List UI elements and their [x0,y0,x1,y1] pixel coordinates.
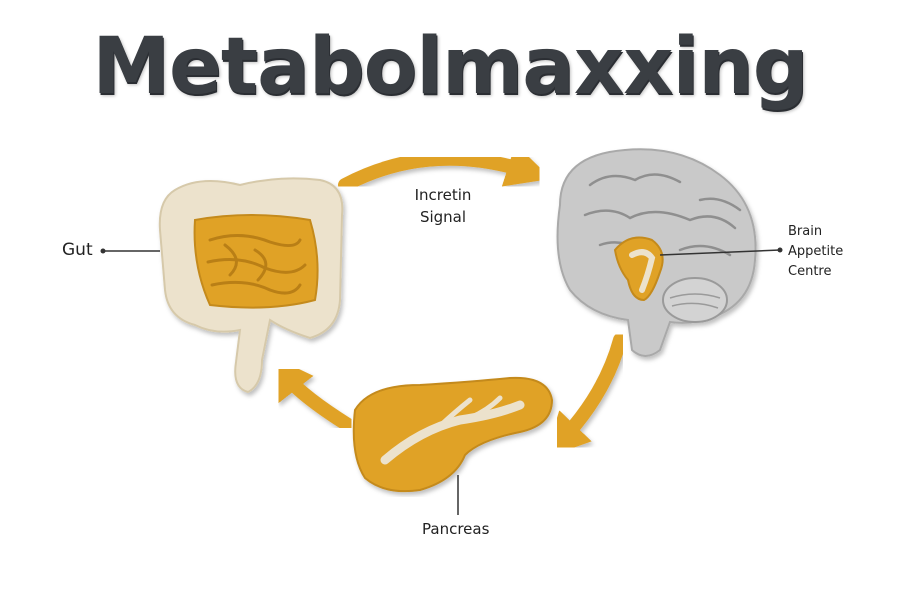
brain-appetite-centre-label: Brain Appetite Centre [788,222,868,282]
cycle-arrows [268,143,627,459]
gut-label: Gut [62,240,93,260]
pancreas-label: Pancreas [422,520,490,538]
arrow-pancreas-to-gut [268,354,355,432]
gut-illustration [158,177,344,394]
leader-lines [100,247,783,515]
pancreas-body [352,376,554,493]
small-intestine [193,214,319,309]
brain-label-line2: Appetite [788,244,844,259]
brain-label-line3: Centre [788,264,832,279]
cerebellum [662,277,728,323]
pancreatic-duct [380,400,525,465]
brain-label-line1: Brain [788,224,823,239]
brain-illustration [556,148,757,357]
signal-label-line1: Incretin [414,186,472,204]
diagram-title: Metabolmaxxing [92,22,808,112]
incretin-signal-label: Incretin Signal [398,184,488,228]
signal-label-line2: Signal [419,208,467,226]
arrow-gut-to-brain [338,143,552,192]
pancreas-illustration [352,376,554,493]
arrow-brain-to-pancreas [544,333,627,459]
